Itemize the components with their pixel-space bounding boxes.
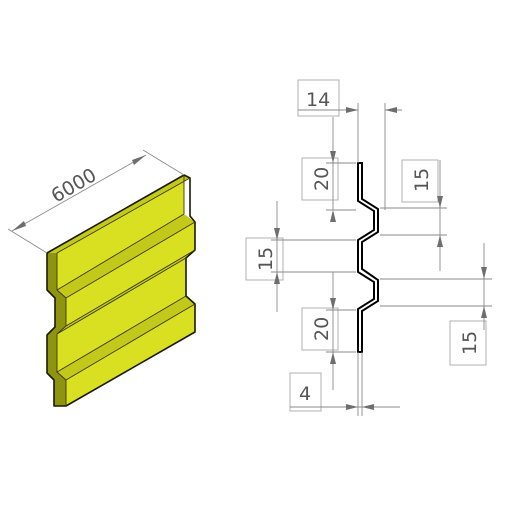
dim-top-flange-box: [301, 157, 339, 201]
panel-groove-upper: [66, 222, 195, 326]
dim-top-flange: 20: [301, 117, 356, 222]
dim-right-upper-label: 15: [411, 168, 433, 192]
panel-bottom-flange: [66, 304, 195, 406]
dim-left-middle: 15: [245, 201, 356, 312]
dim-top-width-arrow-left: [346, 107, 358, 113]
dim-bottom-flange-box: [301, 307, 339, 351]
dim-thickness: 4: [289, 352, 400, 416]
dim-right-upper-arrow-top: [437, 196, 443, 208]
dim-right-upper-box: [401, 159, 439, 203]
section-profile: [357, 162, 379, 353]
dim-right-lower-arrow-top: [481, 267, 487, 279]
length-extension-right: [142, 149, 185, 176]
dim-bottom-flange-arrow-top: [330, 298, 336, 310]
dim-right-upper: 15: [380, 159, 447, 271]
dim-thickness-box: [289, 372, 322, 412]
isometric-panel: [46, 174, 196, 407]
profile-outline: [357, 162, 379, 353]
dim-thickness-arrow-right: [362, 404, 374, 410]
length-arrow-left: [12, 221, 26, 231]
dim-left-middle-arrow-bottom: [274, 272, 280, 284]
dim-top-width-arrow-right: [385, 107, 397, 113]
dim-thickness-label: 4: [299, 383, 311, 405]
dim-top-width: 14: [297, 79, 402, 210]
dim-right-lower-box: [449, 320, 487, 366]
dim-right-lower: 15: [380, 243, 492, 366]
dim-thickness-arrow-left: [346, 404, 358, 410]
length-arrow-right: [132, 155, 146, 165]
panel-middle-band: [57, 258, 186, 372]
panel-groove-upper-return: [57, 250, 195, 334]
panel-groove-lower-bevel: [57, 296, 195, 380]
panel-top-flange: [47, 175, 184, 290]
panel-crease-lines: [56, 175, 196, 406]
dim-top-flange-arrow-top: [330, 151, 336, 163]
length-extension-left: [7, 228, 48, 254]
panel-outline: [46, 174, 196, 407]
panel-end-face: [47, 253, 66, 406]
dim-left-middle-arrow-top: [274, 228, 280, 240]
dim-top-flange-arrow-bottom: [330, 210, 336, 222]
panel-groove-upper-bevel: [57, 214, 195, 298]
dim-left-middle-label: 15: [255, 247, 277, 271]
dim-bottom-flange-label: 20: [311, 317, 333, 341]
dim-bottom-flange: 20: [301, 272, 356, 390]
length-dimension-line: [11, 154, 147, 232]
dim-top-flange-label: 20: [311, 167, 333, 191]
dim-bottom-flange-arrow-bottom: [330, 352, 336, 364]
length-label: 6000: [48, 164, 101, 207]
dim-right-lower-arrow-bottom: [481, 306, 487, 318]
dim-right-lower-label: 15: [459, 331, 481, 355]
dim-right-upper-arrow-bottom: [437, 235, 443, 247]
dim-top-width-label: 14: [306, 89, 330, 111]
